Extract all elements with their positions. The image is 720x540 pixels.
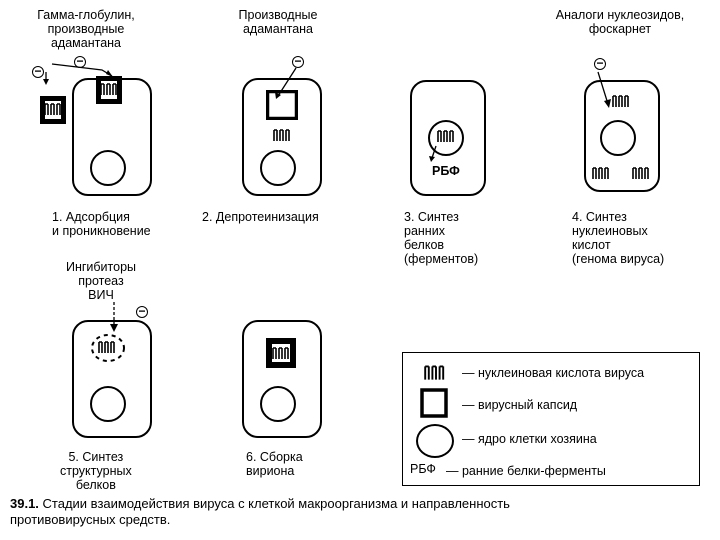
- nucleus-icon: [260, 150, 296, 186]
- adamantane-label: Производные адамантана: [218, 8, 338, 36]
- arrow-icon: [594, 70, 618, 110]
- nucleic-acid-icon: [592, 166, 612, 182]
- legend-rbf-text: — ранние белки-ферменты: [446, 464, 606, 478]
- nucleoside-analogs-label: Аналоги нуклеозидов, фоскарнет: [530, 8, 710, 36]
- inhibition-minus-icon: −: [594, 58, 606, 70]
- legend-nucleic-acid-icon: [424, 364, 448, 382]
- rbf-label: РБФ: [432, 164, 460, 178]
- figure-caption: 39.1. Стадии взаимодействия вируса с кле…: [10, 496, 510, 528]
- stage-5-caption: 5. Синтез структурных белков: [60, 450, 132, 492]
- arrow-icon: [106, 300, 126, 334]
- arrow-icon: [40, 58, 120, 98]
- legend-capsid-icon: [420, 388, 448, 418]
- legend-nucleic-acid-text: — нуклеиновая кислота вируса: [462, 366, 644, 380]
- legend-capsid-text: — вирусный капсид: [462, 398, 577, 412]
- nucleus-icon: [600, 120, 636, 156]
- arrow-icon: [424, 144, 444, 164]
- hiv-protease-inhibitors-label: Ингибиторы протеаз ВИЧ: [46, 260, 156, 302]
- stage-4-caption: 4. Синтез нуклеиновых кислот (генома вир…: [572, 210, 664, 266]
- figure-caption-text: Стадии взаимодействия вируса с клеткой м…: [10, 496, 510, 527]
- legend-nucleus-text: — ядро клетки хозяина: [462, 432, 597, 446]
- nucleus-icon: [260, 386, 296, 422]
- nucleus-icon: [90, 386, 126, 422]
- figure-number: 39.1.: [10, 496, 39, 511]
- legend-nucleus-icon: [416, 424, 454, 458]
- nucleus-icon: [90, 150, 126, 186]
- arrow-icon: [270, 66, 300, 102]
- inhibition-minus-icon: −: [136, 306, 148, 318]
- stage-3-caption: 3. Синтез ранних белков (ферментов): [404, 210, 478, 266]
- stage-1-caption: 1. Адсорбция и проникновение: [52, 210, 151, 238]
- forming-capsid-icon: [88, 332, 128, 364]
- virus-capsid-icon: [38, 94, 68, 126]
- nucleic-acid-icon: [437, 129, 457, 145]
- nucleic-acid-icon: [273, 128, 293, 144]
- nucleic-acid-icon: [632, 166, 652, 182]
- stage-2-caption: 2. Депротеинизация: [202, 210, 319, 224]
- stage-6-caption: 6. Сборка вириона: [246, 450, 303, 478]
- virion-icon: [264, 336, 298, 370]
- legend-rbf-label: РБФ: [410, 462, 436, 476]
- gamma-globulin-label: Гамма-глобулин, производные адамантана: [6, 8, 166, 50]
